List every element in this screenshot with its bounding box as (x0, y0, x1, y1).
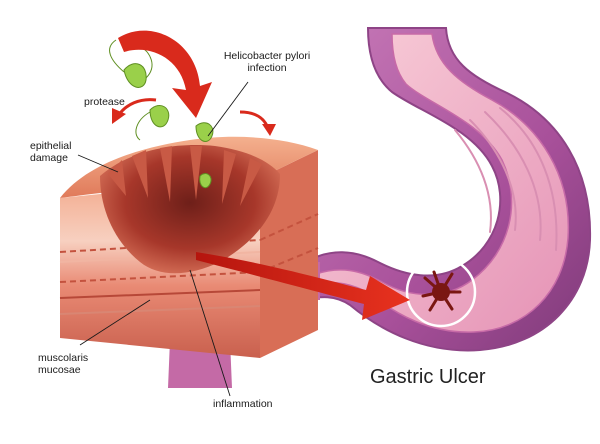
label-inflammation: inflammation (213, 398, 273, 410)
label-muscolaris-mucosae: muscolaris mucosae (38, 352, 88, 376)
label-epithelial-damage: epithelial damage (30, 140, 71, 164)
label-protease: protease (84, 96, 125, 108)
protease-arrow-right-head (262, 124, 276, 136)
bacteria-flagella (110, 40, 152, 140)
label-helicobacter-pylori: Helicobacter pylori infection (212, 50, 322, 74)
diagram-title: Gastric Ulcer (370, 366, 486, 389)
